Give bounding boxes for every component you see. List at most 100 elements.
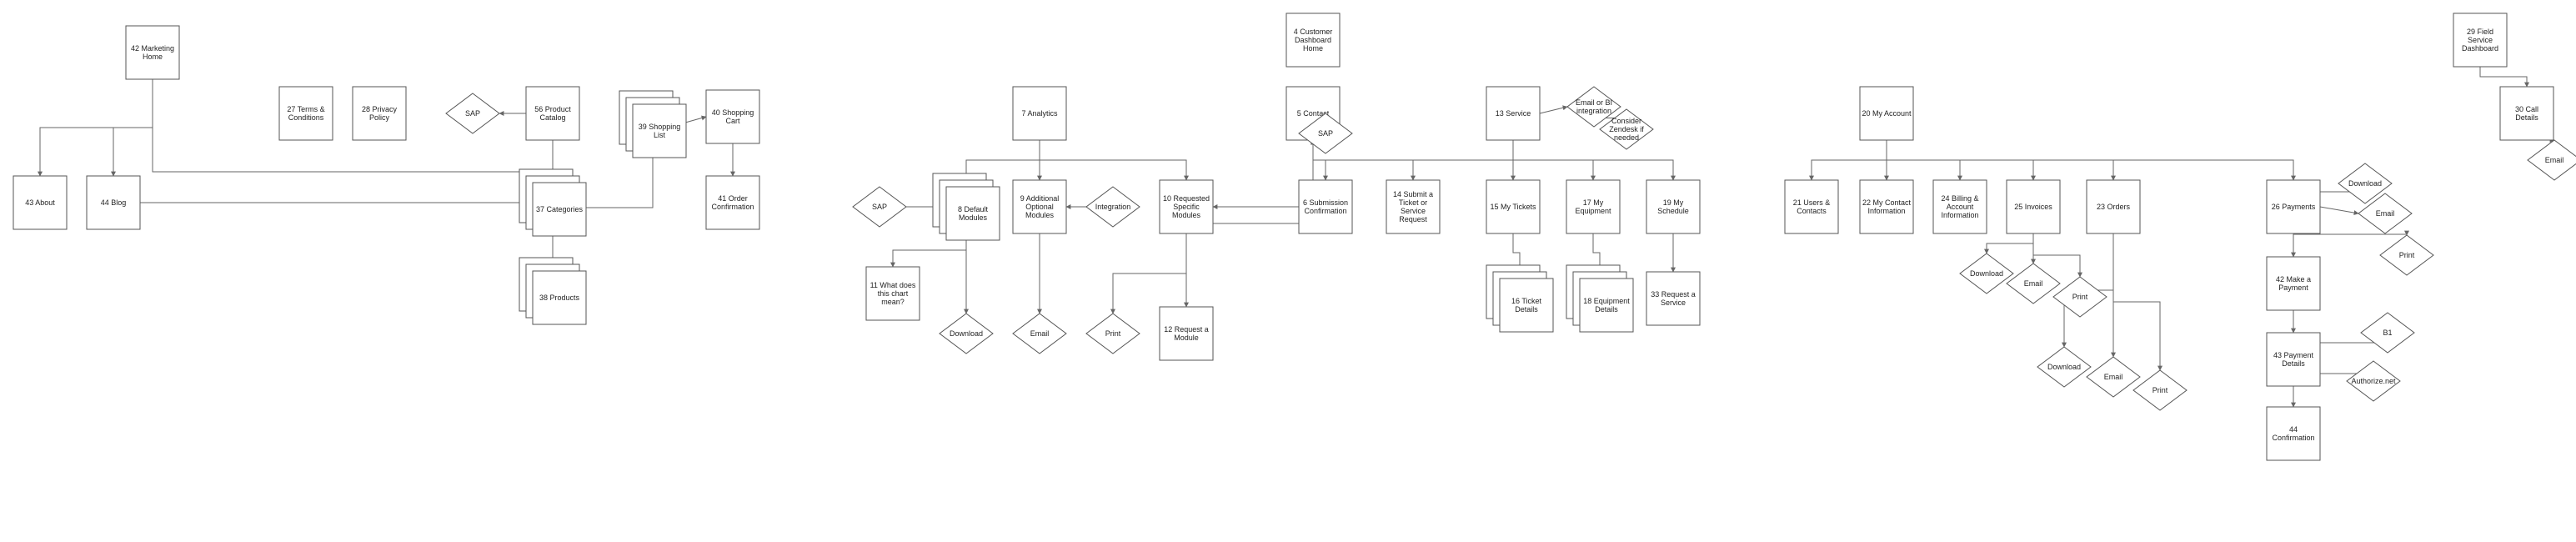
node-box [1012,179,1067,234]
node-diamond [1085,313,1140,354]
node-label: 44 Blog [101,198,127,207]
node-box [1386,179,1441,234]
node-label: 7 Analytics [1021,109,1058,118]
node-diamond [939,313,994,354]
node-label: 5 Contact [1297,109,1330,118]
node-box [2499,86,2554,141]
node-em1: Email [1012,313,1067,354]
node-box [632,103,687,158]
node-pr1: Print [1085,313,1140,354]
node-dl4: Download [2338,163,2393,204]
node-label: Download [950,329,983,338]
node-n23: 23 Orders [2086,179,2141,234]
node-label: Download [2047,363,2081,371]
node-label: B1 [2383,329,2392,337]
node-sap3: SAP [1298,113,1353,154]
node-diamond [2346,360,2401,402]
node-b1: B1 [2360,312,2415,354]
node-n26: 26 Payments [2266,179,2321,234]
node-em4: Email [2358,193,2413,234]
node-box [532,270,587,325]
connector-n29-n30 [2479,67,2529,88]
node-label: Download [1970,269,2003,278]
node-box [1159,306,1214,361]
connector-n42-n44 [111,79,153,177]
node-n15: 15 My Tickets [1486,179,1541,234]
node-box [525,86,580,141]
connector-n15-n16 [1512,233,1522,273]
node-label: Print [1105,329,1121,338]
node-label: Print [2072,293,2088,301]
node-pr2: Print [2052,276,2107,318]
node-diamond [2086,356,2141,398]
connector-n25-dl2 [1984,233,2034,254]
node-label: 23 Orders [2097,203,2131,211]
node-box [1159,179,1214,234]
node-em3: Email [2086,356,2141,398]
node-box [1859,86,1914,141]
node-box [2086,179,2141,234]
node-box [945,186,1000,241]
node-box [1486,179,1541,234]
node-em5: Email [2527,139,2576,181]
node-diamond [2006,263,2061,304]
node-box [125,25,180,80]
connector-n25-pr2 [2032,233,2082,278]
node-diamond [2360,312,2415,354]
node-diamond [2527,139,2576,181]
node-n21: 21 Users &Contacts [1784,179,1839,234]
node-box [705,89,760,144]
node-pr4: Print [2379,234,2434,276]
node-box [1285,13,1341,68]
node-label: 37 Categories [536,205,584,213]
node-label: 25 Invoices [2014,203,2052,211]
node-box [1579,278,1634,333]
node-box [13,175,68,230]
node-label: Email [2104,373,2123,381]
node-box [865,266,920,321]
node-label: 38 Products [539,294,580,302]
node-n38: 38 Products [519,257,587,325]
node-diamond [2132,369,2188,411]
node-pr3: Print [2132,369,2188,411]
connector-n14-n5 [1311,139,1414,180]
node-int1: Integration [1085,186,1140,228]
node-box [1499,278,1554,333]
node-auth: Authorize.net [2346,360,2401,402]
